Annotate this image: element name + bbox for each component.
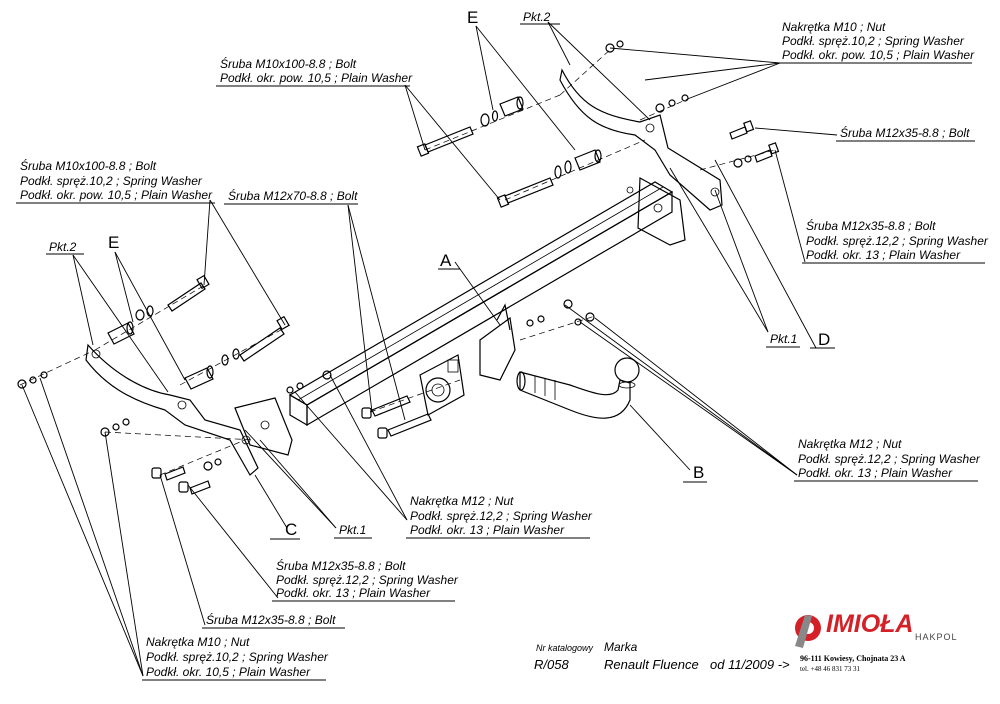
company-phone: tel. +48 46 831 73 31 — [800, 665, 860, 673]
towball-neck — [516, 357, 640, 419]
nut-m10-top — [605, 40, 689, 113]
svg-text:Podkł. spręż.12,2 ; Spring Was: Podkł. spręż.12,2 ; Spring Washer — [276, 573, 459, 587]
svg-text:Śruba M12x35-8.8 ; Bolt: Śruba M12x35-8.8 ; Bolt — [206, 612, 336, 627]
spacer-sleeve-left-b — [184, 365, 214, 390]
callout-top-right-bolt: Śruba M12x35-8.8 ; Bolt — [836, 125, 975, 142]
svg-text:Nakrętka M10 ; Nut: Nakrętka M10 ; Nut — [146, 635, 250, 649]
svg-text:Podkł. okr. 13 ; Plain Washer: Podkł. okr. 13 ; Plain Washer — [798, 466, 953, 480]
nut-m12-right — [526, 299, 595, 327]
washer — [221, 354, 229, 366]
svg-text:Podkł. okr. 10,5 ; Plain Washe: Podkł. okr. 10,5 ; Plain Washer — [146, 665, 311, 679]
crossbar — [234, 177, 686, 456]
washer — [232, 348, 240, 360]
svg-text:Podkł. okr. 13 ; Plain Washer: Podkł. okr. 13 ; Plain Washer — [806, 248, 961, 262]
callout-center-nut-m12: Nakrętka M12 ; Nut Podkł. spręż.12,2 ; S… — [406, 494, 593, 539]
logo-wordmark: IMIOŁA — [826, 610, 914, 638]
leader-lines — [21, 21, 838, 677]
svg-text:Podkł. spręż.12,2 ; Spring Was: Podkł. spręż.12,2 ; Spring Washer — [410, 509, 593, 523]
callout-bottom-bolt-set: Śruba M12x35-8.8 ; Bolt Podkł. spręż.12,… — [272, 558, 459, 602]
svg-text:Śruba M12x35-8.8 ; Bolt: Śruba M12x35-8.8 ; Bolt — [840, 125, 970, 140]
svg-text:Podkł. okr. pow. 10,5 ; Plain: Podkł. okr. pow. 10,5 ; Plain Washer — [782, 48, 975, 62]
callout-left-bolt-set: Śruba M10x100-8.8 ; Bolt Podkł. spręż.10… — [16, 158, 215, 204]
letter-markers: E Pkt.2 E Pkt.2 A B C D Pkt.1 Pkt.1 — [46, 8, 835, 540]
svg-text:Śruba M12x35-8.8 ; Bolt: Śruba M12x35-8.8 ; Bolt — [276, 558, 406, 573]
washer — [491, 110, 499, 122]
spacer-sleeve-top-b — [574, 149, 602, 171]
washer — [564, 160, 572, 174]
label-A: A — [440, 251, 452, 270]
bolt-m12x70 — [361, 395, 432, 439]
nut-m12-center — [286, 370, 332, 394]
label-D: D — [818, 330, 830, 349]
assembly-axes — [19, 47, 776, 476]
svg-text:Śruba M10x100-8.8 ; Bolt: Śruba M10x100-8.8 ; Bolt — [20, 158, 157, 173]
washer — [135, 309, 145, 321]
bolt-m10x100-left — [167, 274, 290, 362]
side-brackets — [85, 68, 723, 476]
svg-text:Śruba M12x35-8.8 ; Bolt: Śruba M12x35-8.8 ; Bolt — [806, 218, 936, 233]
callout-right-nut-m12: Nakrętka M12 ; Nut Podkł. spręż.12,2 ; S… — [794, 437, 981, 482]
washer — [146, 305, 154, 317]
svg-text:Podkł. spręż.10,2 ; Spring Was: Podkł. spręż.10,2 ; Spring Washer — [20, 174, 203, 188]
nut-m10-bottom — [100, 418, 130, 437]
brand-label: Marka — [604, 640, 638, 654]
spacer-sleeve-left-a — [107, 321, 135, 345]
label-pkt2-left: Pkt.2 — [49, 240, 77, 254]
callout-top-bolt-m10x100: Śruba M10x100-8.8 ; Bolt Podkł. okr. pow… — [216, 56, 413, 87]
svg-text:Podkł. spręż.12,2 ; Spring Was: Podkł. spręż.12,2 ; Spring Washer — [798, 452, 981, 466]
svg-text:Śruba M12x70-8.8 ; Bolt: Śruba M12x70-8.8 ; Bolt — [228, 188, 358, 203]
logo-emblem — [795, 615, 821, 648]
svg-text:Podkł. okr. pow. 10,5 ; Plain: Podkł. okr. pow. 10,5 ; Plain Washer — [220, 71, 413, 85]
washer — [554, 165, 562, 179]
bolt-m10x100-top — [416, 126, 474, 157]
hardware — [17, 40, 780, 495]
svg-text:Nakrętka M12 ; Nut: Nakrętka M12 ; Nut — [410, 494, 514, 508]
washer — [480, 113, 490, 127]
callout-top-nut-m10: Nakrętka M10 ; Nut Podkł. spręż.10,2 ; S… — [778, 20, 975, 64]
label-B: B — [693, 463, 704, 482]
catalog-number: R/058 — [534, 657, 569, 672]
company-address: 96-111 Kowiesy, Chojnata 23 A — [800, 654, 906, 663]
svg-text:Podkł. spręż.10,2 ; Spring Was: Podkł. spręż.10,2 ; Spring Washer — [782, 34, 965, 48]
callout-bottom-nut-m10: Nakrętka M10 ; Nut Podkł. spręż.10,2 ; S… — [142, 635, 329, 681]
socket-plate — [419, 354, 465, 416]
production-from: od 11/2009 -> — [710, 657, 790, 672]
label-E-top: E — [467, 8, 478, 27]
svg-text:Podkł. okr. 13 ; Plain Washer: Podkł. okr. 13 ; Plain Washer — [276, 586, 431, 600]
svg-text:Nakrętka M12 ; Nut: Nakrętka M12 ; Nut — [798, 437, 902, 451]
svg-text:Nakrętka M10 ; Nut: Nakrętka M10 ; Nut — [782, 20, 886, 34]
callout-right-bolt-set: Śruba M12x35-8.8 ; Bolt Podkł. spręż.12,… — [802, 218, 989, 264]
callouts: Nakrętka M10 ; Nut Podkł. spręż.10,2 ; S… — [16, 20, 989, 681]
svg-text:Śruba M10x100-8.8 ; Bolt: Śruba M10x100-8.8 ; Bolt — [220, 56, 357, 71]
label-pkt2-top: Pkt.2 — [523, 10, 551, 24]
catalog-label: Nr katalogowy — [536, 643, 594, 653]
callout-bolt-m12x70: Śruba M12x70-8.8 ; Bolt — [224, 188, 358, 205]
nut-m10-left — [17, 371, 48, 389]
label-pkt1-bottom: Pkt.1 — [339, 523, 366, 537]
svg-text:Podkł. okr. 13 ; Plain Washer: Podkł. okr. 13 ; Plain Washer — [410, 523, 565, 537]
svg-text:Podkł. okr. pow. 10,5 ; Plain: Podkł. okr. pow. 10,5 ; Plain Washer — [20, 188, 213, 202]
svg-text:Podkł. spręż.12,2 ; Spring Was: Podkł. spręż.12,2 ; Spring Washer — [806, 234, 989, 248]
title-block: Nr katalogowy Marka R/058 Renault Fluenc… — [534, 640, 790, 672]
vehicle-model: Renault Fluence — [604, 657, 699, 672]
bolt-m12x35-top-right — [729, 120, 780, 168]
label-pkt1-right: Pkt.1 — [770, 332, 797, 346]
callout-bottom-bolt: Śruba M12x35-8.8 ; Bolt — [202, 612, 345, 629]
company-logo: IMIOŁA HAKPOL 96-111 Kowiesy, Chojnata 2… — [795, 610, 958, 673]
label-E-left: E — [108, 233, 119, 252]
spacer-sleeve-top-a — [499, 96, 524, 117]
label-C: C — [285, 520, 297, 539]
svg-text:Podkł. spręż.10,2 ; Spring Was: Podkł. spręż.10,2 ; Spring Washer — [146, 650, 329, 664]
logo-subtitle: HAKPOL — [915, 632, 958, 642]
bolt-m10x100-top-b — [496, 177, 554, 208]
bolt-m12x35-bottom — [151, 458, 222, 495]
